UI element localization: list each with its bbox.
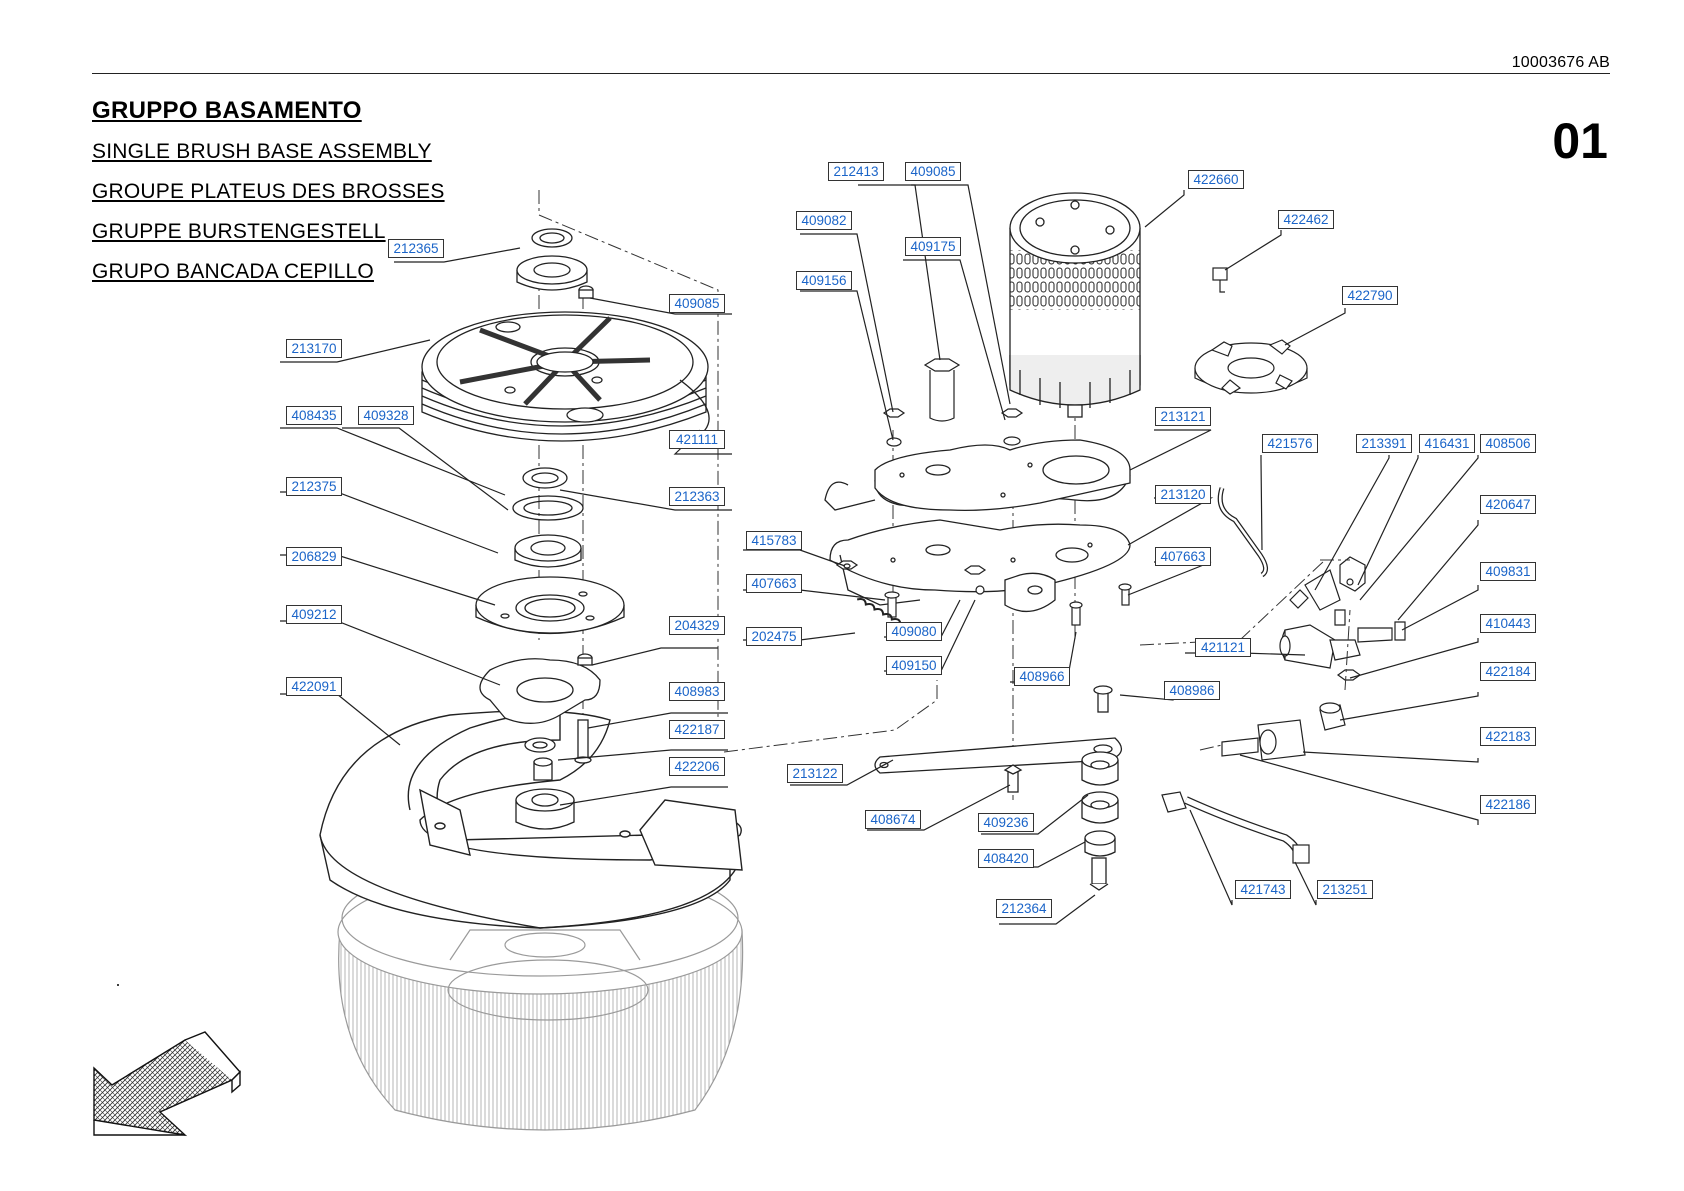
part-tag[interactable]: 212363 bbox=[669, 487, 725, 506]
leader-lines bbox=[280, 184, 1479, 925]
pulley-stack bbox=[421, 228, 710, 830]
part-tag[interactable]: 407663 bbox=[746, 574, 802, 593]
part-tag[interactable]: 422660 bbox=[1188, 170, 1244, 189]
part-tag[interactable]: 409080 bbox=[886, 622, 942, 641]
document-code: 10003676 AB bbox=[1511, 54, 1610, 71]
part-tag[interactable]: 204329 bbox=[669, 616, 725, 635]
part-tag[interactable]: 213120 bbox=[1155, 485, 1211, 504]
part-tag[interactable]: 202475 bbox=[746, 627, 802, 646]
direction-arrow bbox=[93, 1031, 241, 1137]
part-tag[interactable]: 212364 bbox=[996, 899, 1052, 918]
subtitle-english: SINGLE BRUSH BASE ASSEMBLY bbox=[92, 140, 432, 163]
valve-dash-lines bbox=[1199, 559, 1351, 751]
subtitle-spanish: GRUPO BANCADA CEPILLO bbox=[92, 260, 374, 283]
page-title: GRUPPO BASAMENTO bbox=[92, 97, 362, 124]
fasteners-upper bbox=[882, 358, 1024, 447]
part-tag[interactable]: 409085 bbox=[905, 162, 961, 181]
part-tag[interactable]: 212365 bbox=[388, 239, 444, 258]
link-bar-stack bbox=[874, 685, 1122, 891]
part-tag[interactable]: 213391 bbox=[1356, 434, 1412, 453]
part-tag[interactable]: 408966 bbox=[1014, 667, 1070, 686]
motor-accessories bbox=[1194, 267, 1308, 395]
part-tag[interactable]: 422186 bbox=[1480, 795, 1536, 814]
part-tag[interactable]: 421121 bbox=[1195, 638, 1251, 657]
part-tag[interactable]: 206829 bbox=[286, 547, 342, 566]
part-tag[interactable]: 409831 bbox=[1480, 562, 1536, 581]
part-tag[interactable]: 409236 bbox=[978, 813, 1034, 832]
part-tag[interactable]: 422462 bbox=[1278, 210, 1334, 229]
part-tag[interactable]: 409082 bbox=[796, 211, 852, 230]
part-tag[interactable]: 213170 bbox=[286, 339, 342, 358]
part-tag[interactable]: 422206 bbox=[669, 757, 725, 776]
part-tag[interactable]: 409328 bbox=[358, 406, 414, 425]
part-tag[interactable]: 415783 bbox=[746, 531, 802, 550]
part-tag[interactable]: 421111 bbox=[669, 430, 725, 449]
part-tag[interactable]: 409212 bbox=[286, 605, 342, 624]
part-tag[interactable]: 408435 bbox=[286, 406, 342, 425]
part-tag[interactable]: 409150 bbox=[886, 656, 942, 675]
part-tag[interactable]: 212413 bbox=[828, 162, 884, 181]
part-tag[interactable]: 410443 bbox=[1480, 614, 1536, 633]
motor-plates bbox=[824, 439, 1131, 612]
part-tag[interactable]: 213122 bbox=[787, 764, 843, 783]
part-tag[interactable]: 422184 bbox=[1480, 662, 1536, 681]
part-tag[interactable]: 408420 bbox=[978, 849, 1034, 868]
motor bbox=[1009, 192, 1141, 418]
stray-mark bbox=[117, 984, 119, 986]
part-tag[interactable]: 422183 bbox=[1480, 727, 1536, 746]
part-tag[interactable]: 421743 bbox=[1235, 880, 1291, 899]
subtitle-german: GRUPPE BURSTENGESTELL bbox=[92, 220, 386, 243]
part-tag[interactable]: 422187 bbox=[669, 720, 725, 739]
header-rule bbox=[92, 73, 1610, 74]
part-tag[interactable]: 409175 bbox=[905, 237, 961, 256]
part-tag[interactable]: 408506 bbox=[1480, 434, 1536, 453]
part-tag[interactable]: 421576 bbox=[1262, 434, 1318, 453]
part-tag[interactable]: 416431 bbox=[1419, 434, 1475, 453]
part-tag[interactable]: 408674 bbox=[865, 810, 921, 829]
part-tag[interactable]: 409156 bbox=[796, 271, 852, 290]
subtitle-french: GROUPE PLATEUS DES BROSSES bbox=[92, 180, 445, 203]
part-tag[interactable]: 422790 bbox=[1342, 286, 1398, 305]
part-tag[interactable]: 420647 bbox=[1480, 495, 1536, 514]
part-tag[interactable]: 407663 bbox=[1155, 547, 1211, 566]
page-number: 01 bbox=[1552, 113, 1608, 169]
part-tag[interactable]: 422091 bbox=[286, 677, 342, 696]
part-tag[interactable]: 213251 bbox=[1317, 880, 1373, 899]
part-tag[interactable]: 213121 bbox=[1155, 407, 1211, 426]
part-tag[interactable]: 408983 bbox=[669, 682, 725, 701]
part-tag[interactable]: 408986 bbox=[1164, 681, 1220, 700]
splash-guard bbox=[319, 710, 743, 929]
part-tag[interactable]: 212375 bbox=[286, 477, 342, 496]
part-tag[interactable]: 409085 bbox=[669, 294, 725, 313]
